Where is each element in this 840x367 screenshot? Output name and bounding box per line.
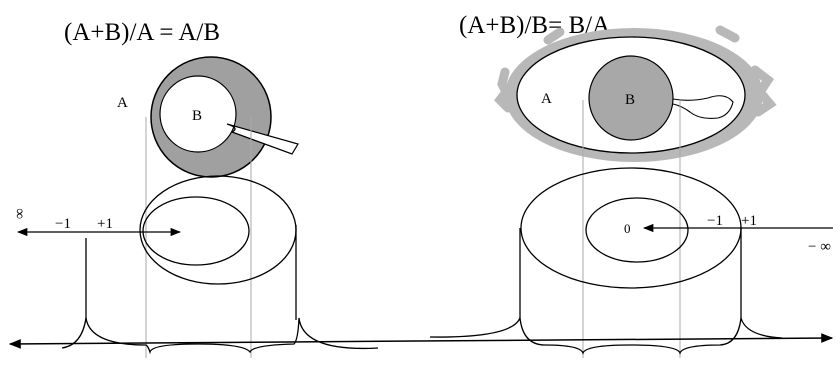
right-axis-minus-one: −1 [707,213,723,229]
right-ring-outer-label: A [541,91,552,107]
left-cusp-curve [61,317,379,355]
left-flat-circles [139,175,297,285]
right-figure: (A+B)/B= B/A A B 0 [429,12,833,358]
right-axis-plus-one: +1 [741,213,757,229]
left-projection-lines [145,117,252,358]
left-axis-minus-one: −1 [55,216,71,232]
left-figure: (A+B)/A = A/B A B ∞ −1 +1 [12,19,379,358]
right-vertical-lines [519,228,742,318]
baseline-axis [8,333,834,349]
left-axis-infinity: ∞ [12,208,28,219]
right-ring: A B [494,25,777,162]
right-cusp-curve [429,317,783,355]
left-equation: (A+B)/A = A/B [64,19,220,46]
right-axis: 0 −1 +1 − ∞ [624,213,833,255]
left-ring-outer-label: A [117,95,128,111]
left-vertical-lines [85,225,297,320]
right-axis-minus-infinity: − ∞ [808,239,831,255]
right-ring-inner-label: B [625,92,635,108]
left-axis-plus-one: +1 [97,216,113,232]
right-projection-lines [582,100,681,358]
right-axis-zero: 0 [624,221,631,236]
left-axis: ∞ −1 +1 [12,208,182,237]
left-ring-inner-label: B [192,108,202,124]
left-ring: A B [117,56,299,178]
